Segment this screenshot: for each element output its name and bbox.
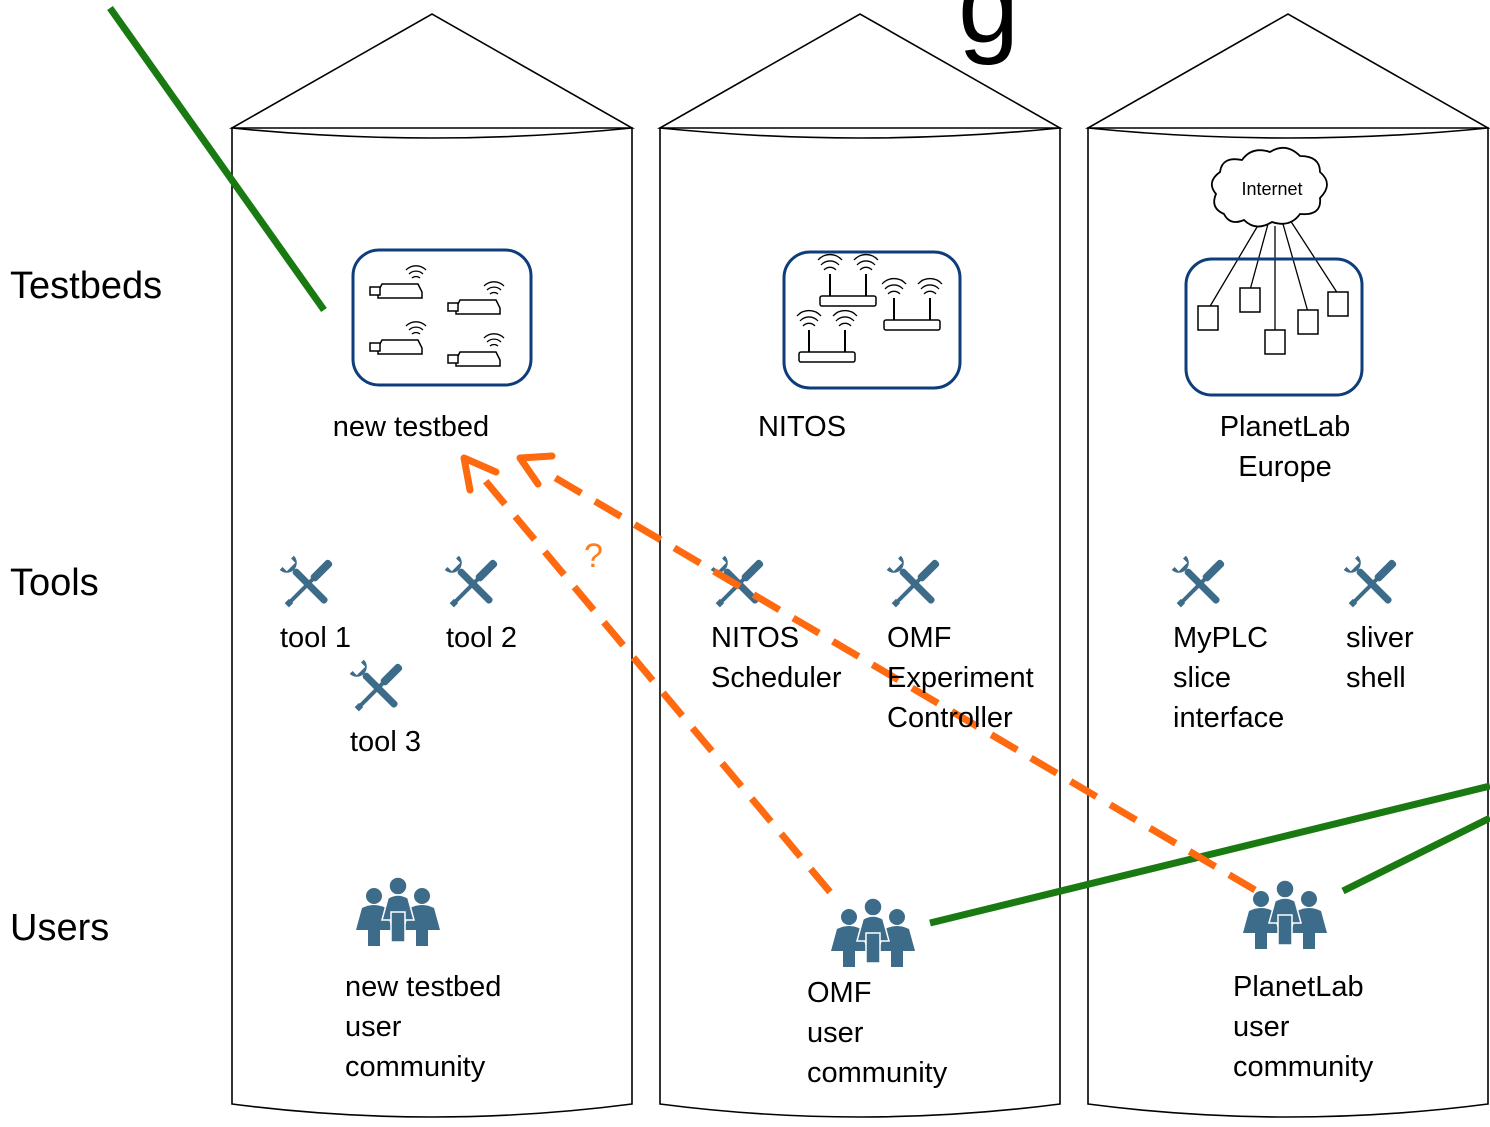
testbed-label-nitos: NITOS — [757, 411, 847, 443]
tool-label-1: tool 1 — [280, 622, 351, 654]
testbed-box-planetlab — [1184, 146, 1364, 397]
green-line-top — [107, 5, 327, 313]
silo-new-testbed — [228, 13, 636, 1118]
green-line-planetlab — [1341, 814, 1490, 895]
question-mark: ? — [584, 537, 603, 575]
tool-label-sliver-shell: sliver shell — [1346, 622, 1414, 694]
community-label-planetlab: PlanetLab user community — [1233, 971, 1374, 1083]
tool-label-3: tool 3 — [350, 726, 421, 758]
tool-label-myplc: MyPLC slice interface — [1173, 622, 1285, 734]
arrowhead-omf — [460, 454, 500, 494]
tool-label-omf-ec: OMF Experiment Controller — [887, 622, 1034, 734]
cloud-icon — [1210, 146, 1328, 228]
row-label-testbeds: Testbeds — [10, 265, 163, 307]
cloud-label: Internet — [1241, 179, 1303, 199]
silo-nitos — [656, 13, 1064, 1118]
community-label-omf: OMF user community — [807, 977, 948, 1089]
arrowhead-planetlab — [516, 452, 556, 488]
community-label-new: new testbed user community — [345, 971, 502, 1083]
row-label-tools: Tools — [10, 562, 99, 604]
title-fragment: g — [958, 0, 1020, 66]
testbed-box-new-testbed — [351, 248, 533, 387]
testbed-label-new: new testbed — [332, 411, 490, 443]
row-label-users: Users — [10, 907, 110, 949]
testbed-box-nitos — [782, 250, 962, 390]
green-line-omf — [929, 782, 1490, 927]
testbed-label-planetlab: PlanetLab Europe — [1219, 411, 1351, 483]
tool-label-2: tool 2 — [446, 622, 517, 654]
tool-label-nitos-scheduler: NITOS Scheduler — [711, 622, 842, 694]
